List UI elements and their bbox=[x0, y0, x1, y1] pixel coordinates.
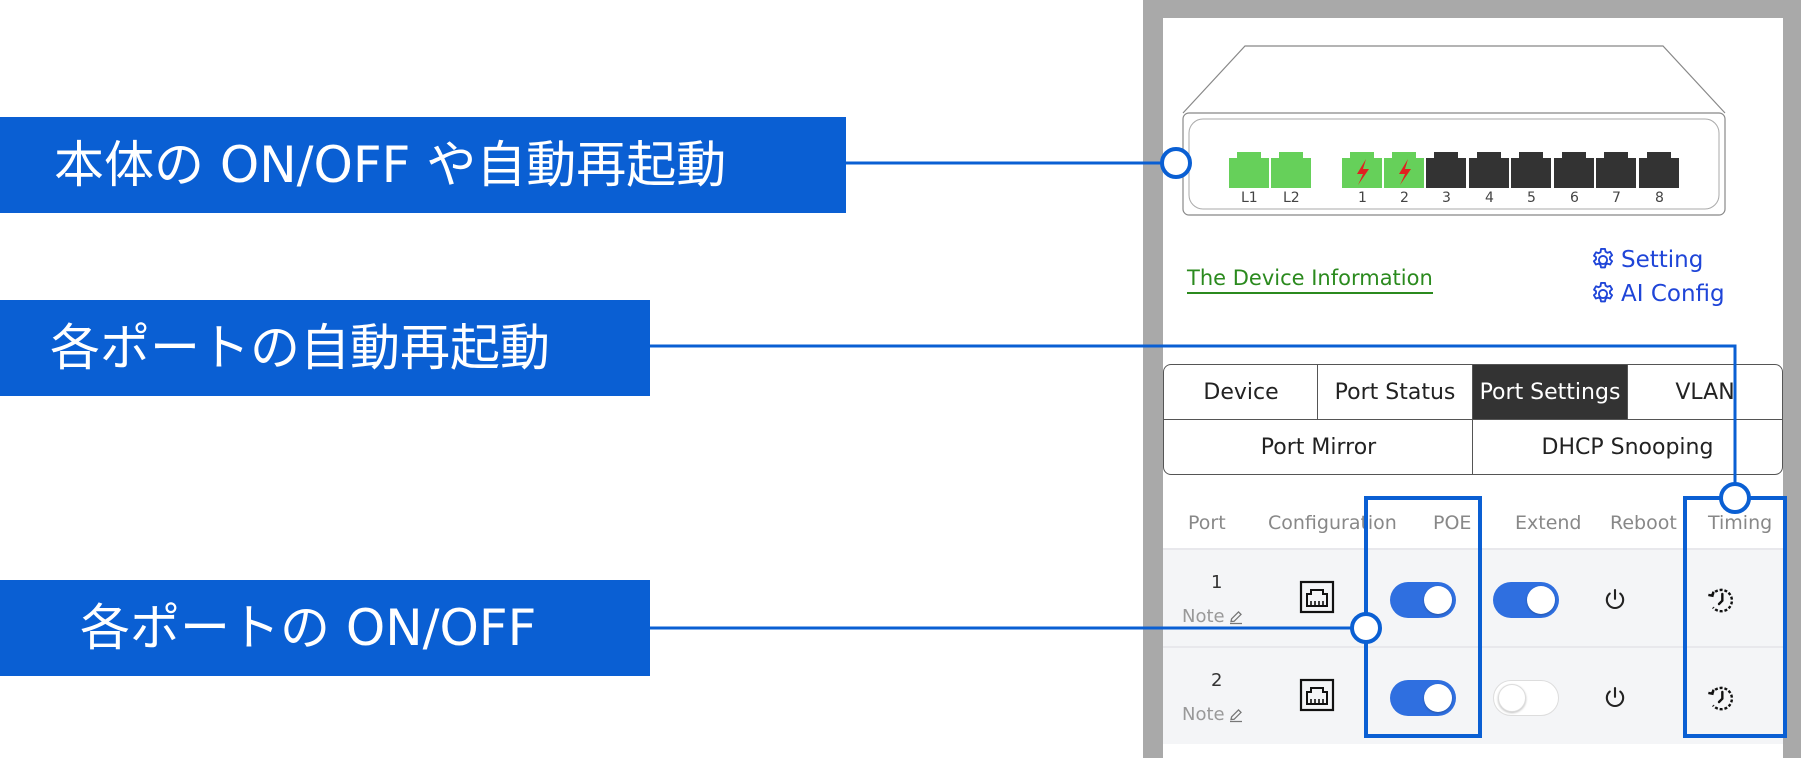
tab-device[interactable]: Device bbox=[1163, 364, 1319, 420]
note-label: Note bbox=[1182, 704, 1225, 725]
ai-config-label: AI Config bbox=[1621, 281, 1725, 307]
connector-power bbox=[846, 147, 1192, 179]
tab-bar: Device Port Status Port Settings VLAN Po… bbox=[1163, 364, 1783, 475]
note-button[interactable]: Note bbox=[1182, 704, 1244, 725]
callout-power: 本体の ON/OFF や自動再起動 bbox=[0, 117, 846, 213]
note-button[interactable]: Note bbox=[1182, 606, 1244, 627]
port-label-8: 8 bbox=[1655, 190, 1664, 206]
device-information-link[interactable]: The Device Information bbox=[1187, 266, 1433, 294]
toggle-knob bbox=[1527, 586, 1555, 614]
port-label-4: 4 bbox=[1485, 190, 1494, 206]
poe-toggle[interactable] bbox=[1390, 582, 1456, 618]
power-icon[interactable] bbox=[1601, 684, 1629, 712]
port-3 bbox=[1426, 152, 1466, 188]
poe-toggle[interactable] bbox=[1390, 680, 1456, 716]
pencil-icon bbox=[1229, 610, 1242, 624]
timer-icon[interactable] bbox=[1705, 682, 1737, 714]
port-8 bbox=[1639, 152, 1679, 188]
callout-port-onoff: 各ポートの ON/OFF bbox=[0, 580, 650, 676]
header-extend: Extend bbox=[1515, 512, 1582, 534]
note-label: Note bbox=[1182, 606, 1225, 627]
header-port: Port bbox=[1188, 512, 1226, 534]
power-icon[interactable] bbox=[1601, 586, 1629, 614]
port-label-7: 7 bbox=[1612, 190, 1621, 206]
toggle-knob bbox=[1498, 684, 1526, 712]
port-6 bbox=[1554, 152, 1594, 188]
table-row: 2 Note bbox=[1163, 646, 1783, 744]
port-number: 2 bbox=[1211, 670, 1223, 691]
gear-icon bbox=[1592, 281, 1614, 303]
port-L2 bbox=[1271, 152, 1311, 188]
port-label-l2: L2 bbox=[1283, 190, 1300, 206]
tab-port-status[interactable]: Port Status bbox=[1317, 364, 1473, 420]
port-1 bbox=[1342, 152, 1382, 188]
port-label-l1: L1 bbox=[1241, 190, 1258, 206]
phone-screen: L1 L2 1 2 3 4 5 6 7 8 The Device Informa… bbox=[1163, 18, 1783, 758]
toggle-knob bbox=[1424, 684, 1452, 712]
header-configuration: Configuration bbox=[1268, 512, 1397, 534]
header-reboot: Reboot bbox=[1610, 512, 1677, 534]
extend-toggle[interactable] bbox=[1493, 582, 1559, 618]
ethernet-config-icon[interactable] bbox=[1299, 678, 1335, 712]
table-row: 1 Note bbox=[1163, 548, 1783, 646]
port-label-5: 5 bbox=[1527, 190, 1536, 206]
pencil-icon bbox=[1229, 708, 1242, 722]
port-4 bbox=[1469, 152, 1509, 188]
port-number: 1 bbox=[1211, 572, 1223, 593]
toggle-knob bbox=[1424, 586, 1452, 614]
poe-bolt-icon bbox=[1357, 159, 1369, 185]
header-poe: POE bbox=[1433, 512, 1472, 534]
tab-port-mirror[interactable]: Port Mirror bbox=[1163, 419, 1474, 475]
port-label-6: 6 bbox=[1570, 190, 1579, 206]
tab-port-settings[interactable]: Port Settings bbox=[1472, 364, 1628, 420]
port-5 bbox=[1511, 152, 1551, 188]
setting-link[interactable]: Setting bbox=[1589, 246, 1703, 274]
port-L1 bbox=[1229, 152, 1269, 188]
port-label-1: 1 bbox=[1358, 190, 1367, 206]
ai-config-link[interactable]: AI Config bbox=[1589, 280, 1725, 308]
port-2 bbox=[1384, 152, 1424, 188]
tab-dhcp-snooping[interactable]: DHCP Snooping bbox=[1472, 419, 1783, 475]
setting-label: Setting bbox=[1621, 247, 1704, 273]
ethernet-config-icon[interactable] bbox=[1299, 580, 1335, 614]
gear-icon bbox=[1592, 247, 1614, 269]
poe-bolt-icon bbox=[1399, 159, 1411, 185]
header-timing: Timing bbox=[1708, 512, 1773, 534]
tab-vlan[interactable]: VLAN bbox=[1627, 364, 1783, 420]
port-label-2: 2 bbox=[1400, 190, 1409, 206]
port-7 bbox=[1596, 152, 1636, 188]
callout-port-reboot: 各ポートの自動再起動 bbox=[0, 300, 650, 396]
port-row bbox=[1229, 152, 1679, 188]
timer-icon[interactable] bbox=[1705, 584, 1737, 616]
table-header: Port Configuration POE Extend Reboot Tim… bbox=[1163, 498, 1783, 548]
extend-toggle[interactable] bbox=[1493, 680, 1559, 716]
port-label-3: 3 bbox=[1442, 190, 1451, 206]
